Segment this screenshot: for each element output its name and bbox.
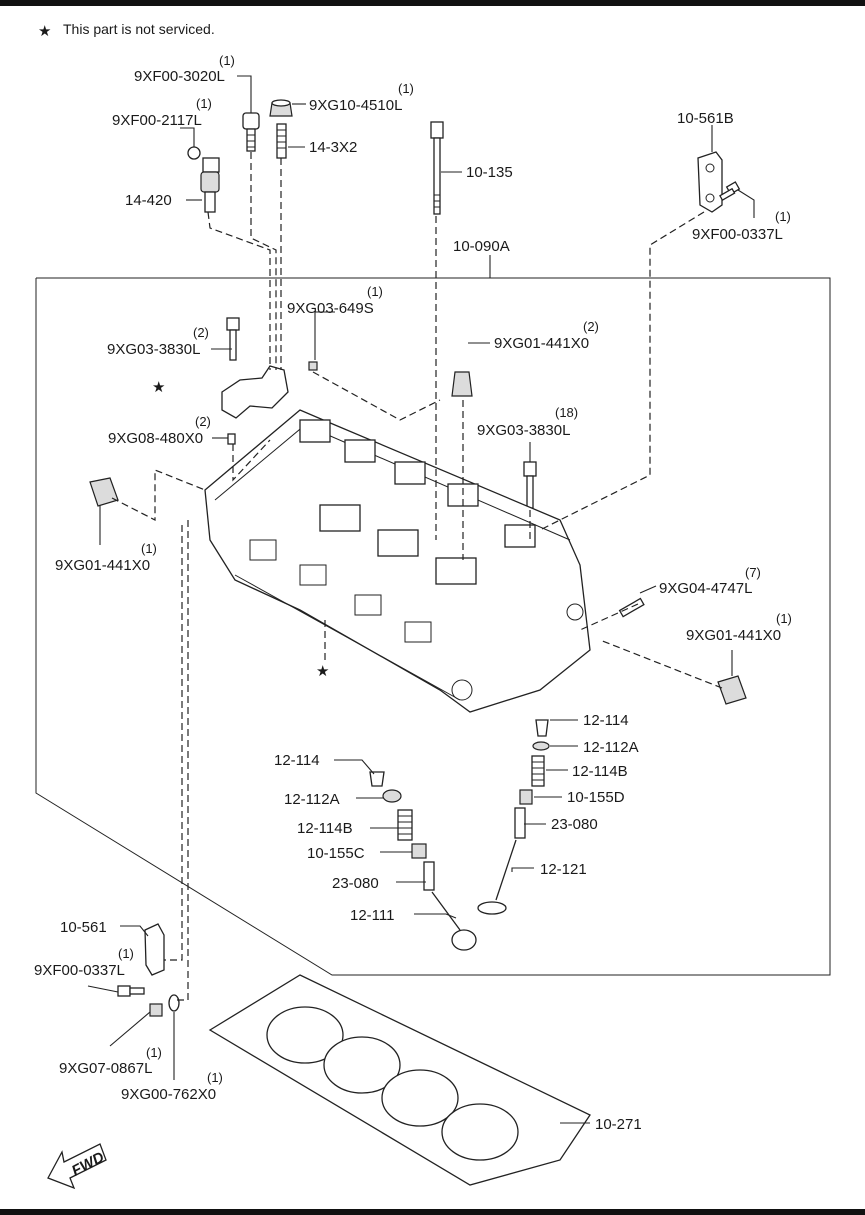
sensor-14-420 (187, 146, 220, 213)
valve-train-right (477, 719, 550, 915)
bolt-10-135 (430, 121, 444, 215)
stud-14-3x2 (276, 123, 287, 159)
part-label: 12-114B (572, 763, 628, 780)
bracket-10-561 (117, 923, 180, 1017)
seal-441x0-left (89, 477, 119, 507)
part-label: 9XF00-3020L (134, 68, 225, 85)
part-label: 23-080 (551, 816, 598, 833)
part-label: 12-114 (274, 752, 320, 769)
bolt-3830l-18 (523, 461, 537, 509)
bottom-rule (0, 1209, 865, 1215)
part-label: 12-112A (284, 791, 340, 808)
qty-label: (1) (141, 541, 157, 556)
qty-label: (1) (398, 81, 414, 96)
part-label: 9XG03-3830L (477, 422, 570, 439)
qty-label: (1) (146, 1045, 162, 1060)
dashed-assembly-lines (111, 152, 723, 1001)
cap-4510l (269, 99, 293, 117)
leader-lines (87, 75, 755, 1124)
part-label: 9XG08-480X0 (108, 430, 203, 447)
assembly-boundary (35, 277, 831, 976)
bolt-3020l (242, 112, 260, 152)
qty-label: (18) (555, 405, 578, 420)
stud-4747l (618, 597, 645, 618)
part-label: 23-080 (332, 875, 379, 892)
qty-label: (2) (193, 325, 209, 340)
part-label: 9XF00-2117L (112, 112, 202, 129)
qty-label: (1) (118, 946, 134, 961)
part-label: 10-561 (60, 919, 107, 936)
part-label: 12-114 (583, 712, 629, 729)
cylinder-head (204, 409, 591, 713)
not-serviced-note: ★ This part is not serviced. (38, 21, 215, 40)
qty-label: (7) (745, 565, 761, 580)
part-label: 9XG07-0867L (59, 1060, 152, 1077)
valve-train-left (369, 771, 477, 951)
qty-label: (1) (776, 611, 792, 626)
qty-label: (1) (196, 96, 212, 111)
part-label: 9XG00-762X0 (121, 1086, 216, 1103)
head-gasket (208, 974, 591, 1186)
bracket-10-561b (697, 151, 741, 213)
note-text: This part is not serviced. (63, 21, 215, 37)
part-label: 12-112A (583, 739, 639, 756)
qty-label: (1) (367, 284, 383, 299)
part-label: 9XF00-0337L (34, 962, 125, 979)
qty-label: (1) (775, 209, 791, 224)
qty-label: (2) (583, 319, 599, 334)
part-label: 10-155D (567, 789, 625, 806)
part-labels: (1) 9XF00-3020L (1) 9XG10-4510L (1) 9XF0… (34, 53, 792, 1133)
fwd-arrow-icon: FWD (47, 1143, 107, 1190)
part-label: 9XG01-441X0 (494, 335, 589, 352)
part-label: 9XG04-4747L (659, 580, 752, 597)
part-label: 9XG01-441X0 (55, 557, 150, 574)
part-label: 10-155C (307, 845, 365, 862)
seal-441x0-top (451, 371, 473, 397)
star-icon: ★ (316, 663, 329, 680)
part-label: 12-121 (540, 861, 587, 878)
star-icon: ★ (152, 379, 165, 396)
qty-label: (2) (195, 414, 211, 429)
part-label: 12-111 (350, 907, 394, 924)
top-rule (0, 0, 865, 6)
part-label: 9XG10-4510L (309, 97, 402, 114)
part-label: 14-3X2 (309, 139, 357, 156)
part-label: 10-271 (595, 1116, 642, 1133)
part-label: 10-561B (677, 110, 734, 127)
part-label: 12-114B (297, 820, 353, 837)
plug-649s (308, 361, 318, 371)
part-label: 9XF00-0337L (692, 226, 783, 243)
qty-label: (1) (219, 53, 235, 68)
part-label: 9XG03-649S (287, 300, 374, 317)
part-label: 10-135 (466, 164, 513, 181)
part-label: 10-090A (453, 238, 510, 255)
part-label: 9XG03-3830L (107, 341, 200, 358)
dowel-480x0 (227, 433, 236, 445)
qty-label: (1) (207, 1070, 223, 1085)
star-icon: ★ (38, 23, 51, 40)
seal-441x0-right (717, 675, 747, 705)
bracket-not-serviced (221, 317, 289, 419)
part-label: 14-420 (125, 192, 172, 209)
part-label: 9XG01-441X0 (686, 627, 781, 644)
